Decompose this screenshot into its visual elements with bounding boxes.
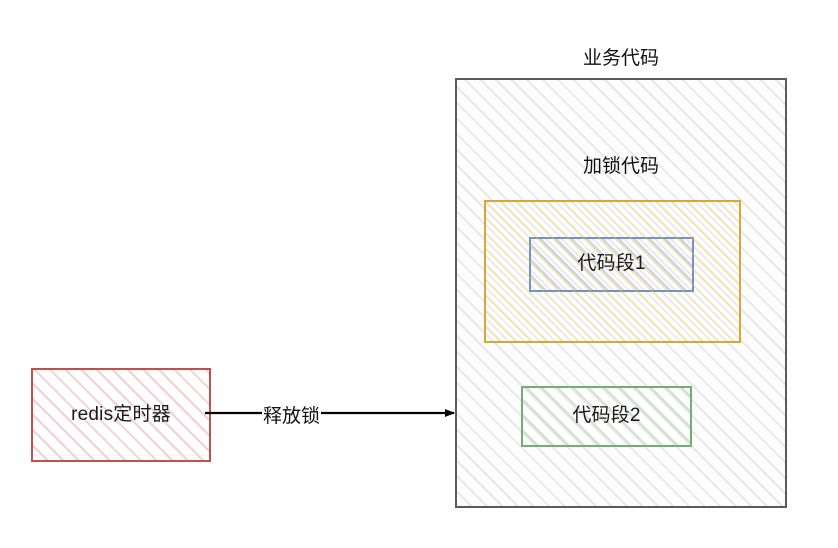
redis-timer-label: redis定时器	[71, 403, 171, 425]
code-segment-2-box[interactable]: 代码段2	[521, 386, 692, 447]
code-segment-1-box[interactable]: 代码段1	[529, 237, 694, 292]
code-segment-2-label: 代码段2	[572, 405, 641, 427]
release-lock-arrow[interactable]	[205, 388, 461, 438]
lock-code-title: 加锁代码	[582, 156, 659, 177]
release-lock-arrow-label: 释放锁	[262, 401, 322, 428]
business-code-title: 业务代码	[582, 48, 659, 69]
redis-timer-box[interactable]: redis定时器	[31, 368, 211, 462]
code-segment-1-label: 代码段1	[577, 253, 646, 275]
